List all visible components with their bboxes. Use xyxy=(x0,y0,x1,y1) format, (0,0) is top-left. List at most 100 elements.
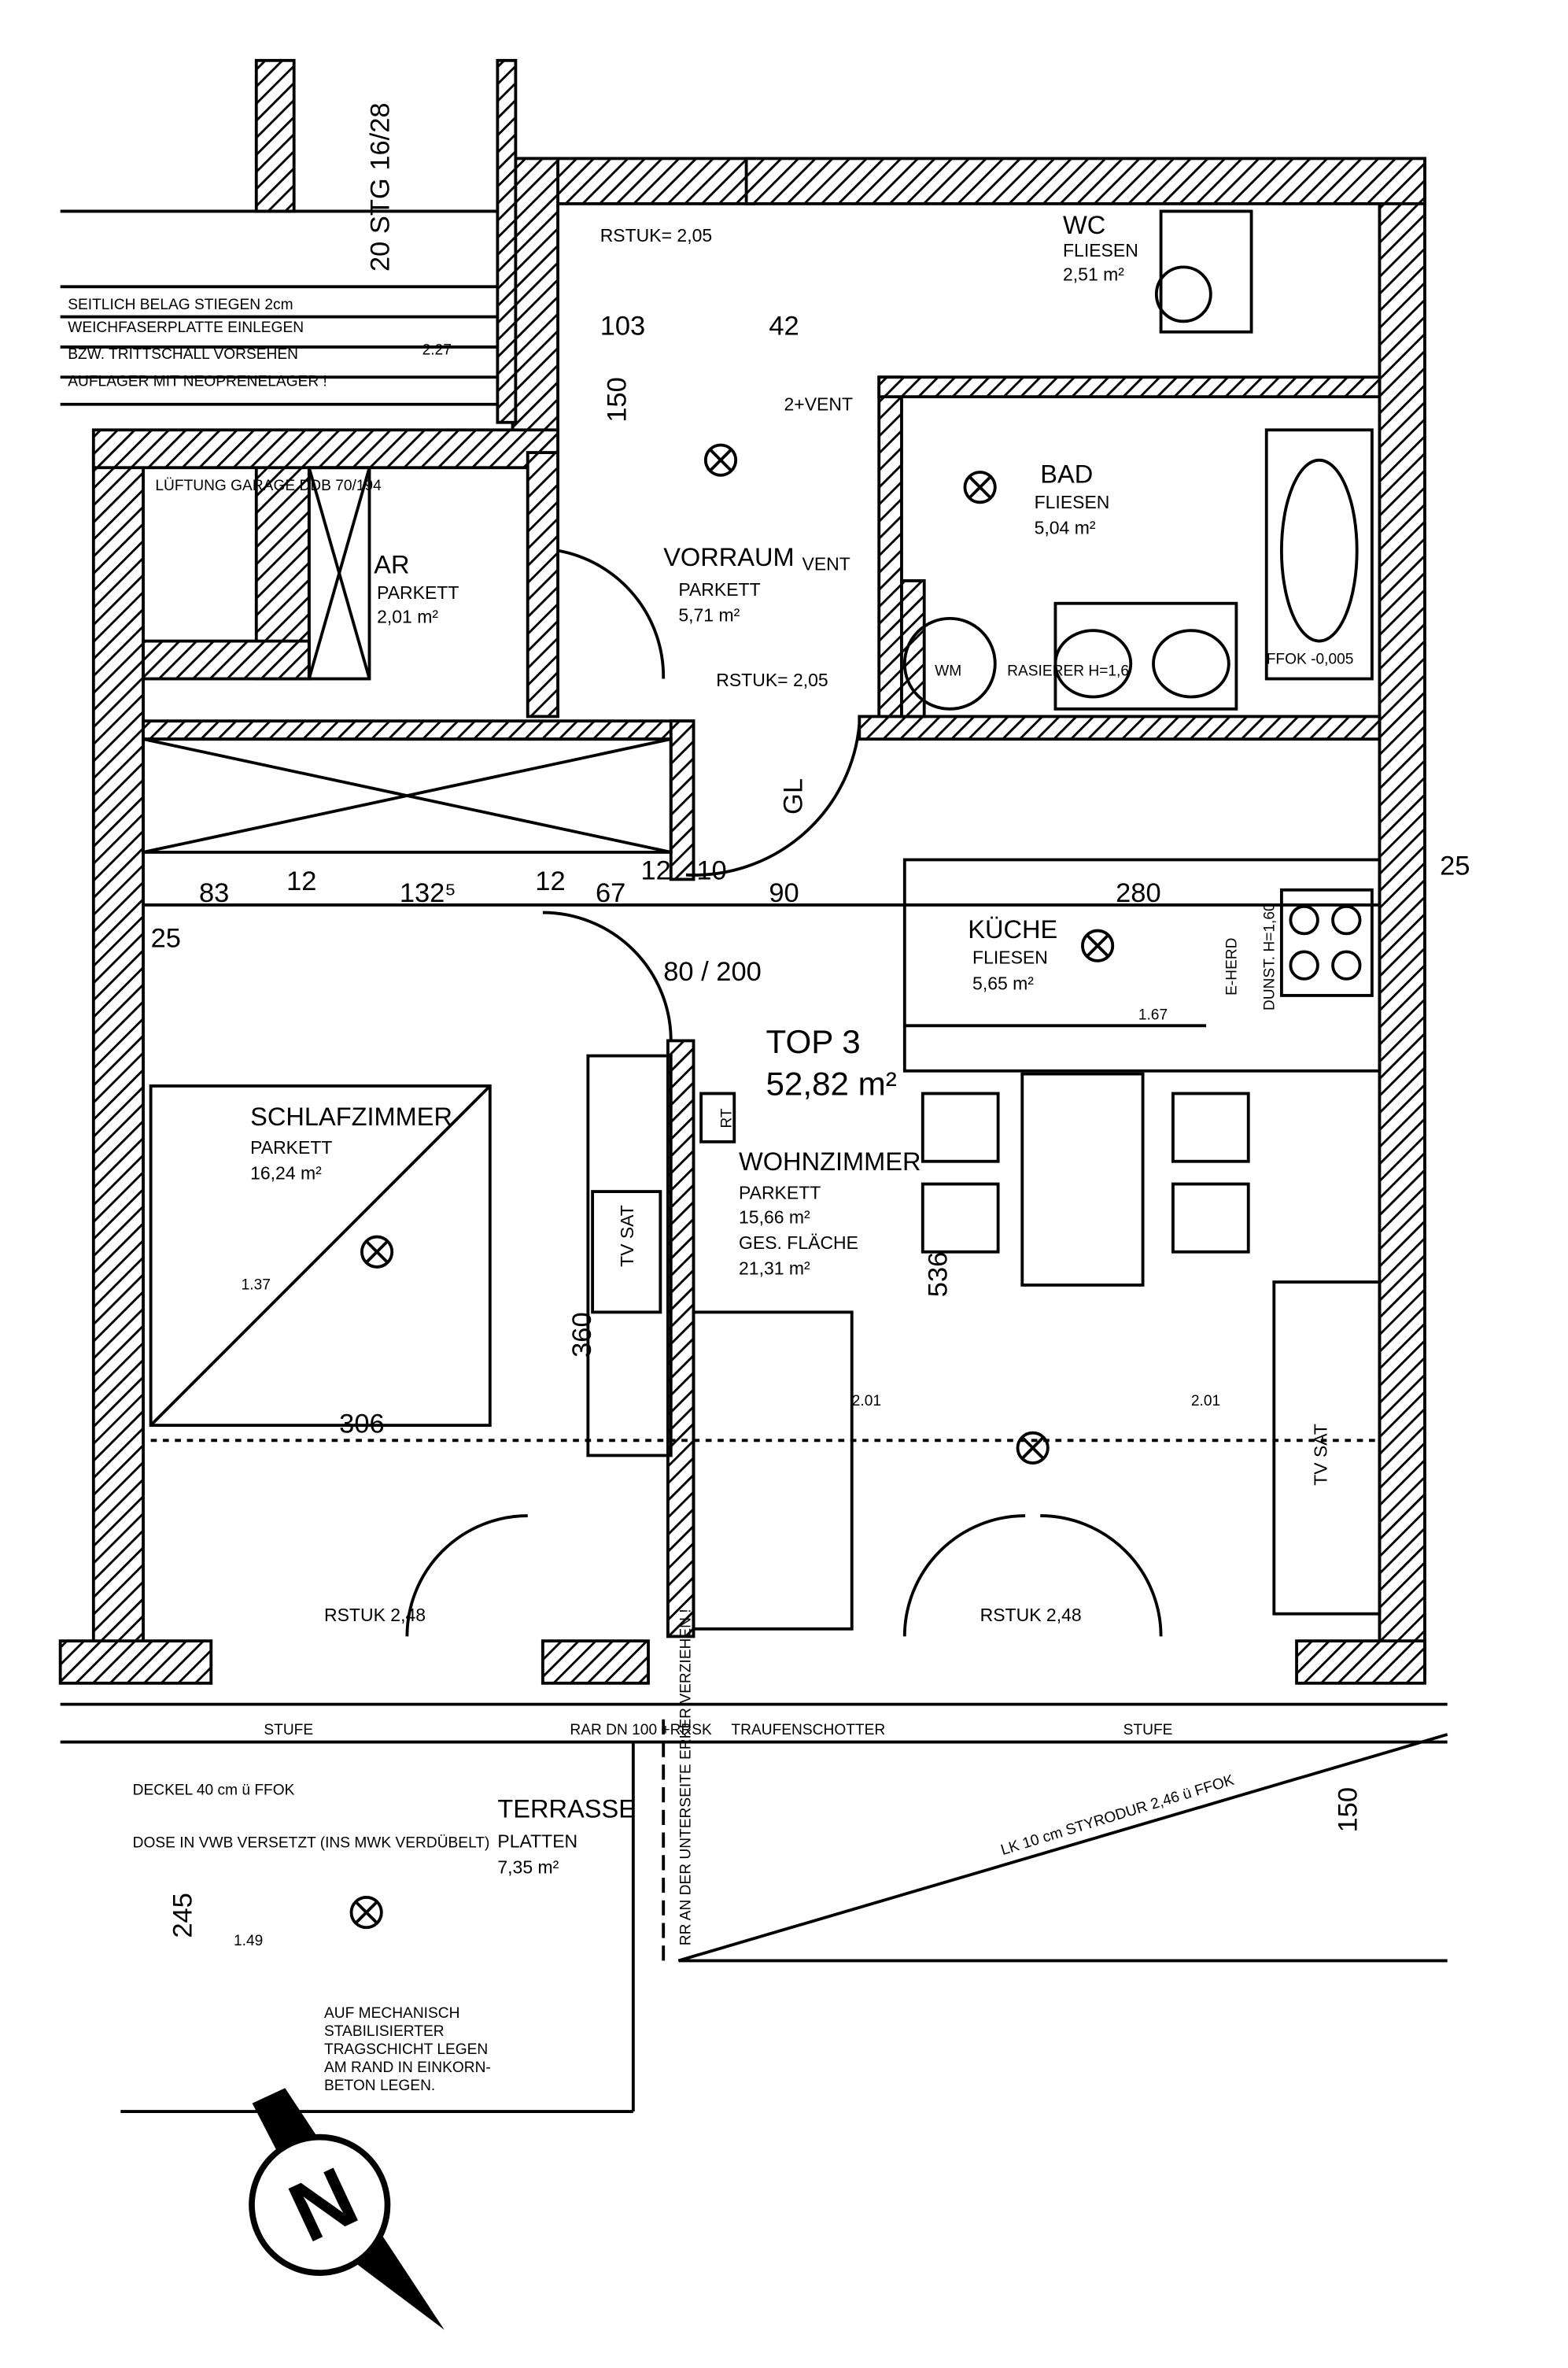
wall-bottom-1 xyxy=(58,1639,213,1685)
wall-left-upper xyxy=(511,157,559,454)
chair-4 xyxy=(1171,1182,1250,1254)
dimension: 83 xyxy=(199,878,229,908)
light-icon xyxy=(963,471,997,504)
dimension: 1.37 xyxy=(242,1277,271,1294)
dimension: 67 xyxy=(596,878,625,908)
door-label: 2+VENT xyxy=(784,393,854,414)
tv-cabinet xyxy=(1272,1280,1382,1616)
note: RAR DN 100 +RRSK xyxy=(570,1722,712,1738)
bathtub xyxy=(1264,428,1374,681)
dimension: 2.27 xyxy=(422,342,452,359)
dimension: 90 xyxy=(769,878,799,908)
note: STUFE xyxy=(1123,1722,1173,1738)
dimension: 2.01 xyxy=(1191,1393,1220,1409)
note: LÜFTUNG GARAGE DDB 70/194 xyxy=(155,478,382,494)
dimension: 360 xyxy=(567,1312,597,1358)
dimension: 12 xyxy=(286,866,316,896)
dimension: 280 xyxy=(1116,878,1161,908)
room-floor: FLIESEN xyxy=(1063,240,1138,260)
wardrobe xyxy=(586,1054,673,1457)
dimension: 245 xyxy=(168,1893,197,1938)
note: STUFE xyxy=(264,1722,313,1738)
door-label: RSTUK= 2,05 xyxy=(600,225,712,246)
room-area: 7,35 m² xyxy=(497,1856,559,1877)
room-area: 2,01 m² xyxy=(377,607,438,627)
door-label: RSTUK 2,48 xyxy=(324,1605,426,1625)
wall-upper-horizontal xyxy=(91,428,559,470)
room-area: 5,04 m² xyxy=(1035,518,1096,538)
room-name-bad: BAD xyxy=(1040,460,1093,488)
dimension: 103 xyxy=(600,312,646,342)
walls xyxy=(58,58,1426,1685)
room-name-terrasse: TERRASSE xyxy=(497,1794,636,1823)
note: SEITLICH BELAG STIEGEN 2cm xyxy=(68,297,293,313)
room-area: 16,24 m² xyxy=(250,1163,322,1184)
wall-hall xyxy=(142,719,695,741)
wall-ar-bottom xyxy=(142,639,311,681)
unit-area: 52,82 m² xyxy=(766,1065,897,1102)
light-icon xyxy=(360,1235,394,1269)
room-floor: PARKETT xyxy=(678,579,760,600)
note: STABILISIERTER xyxy=(324,2023,445,2040)
wc-unit xyxy=(1159,209,1253,334)
tv-sat-label: TV SAT xyxy=(617,1205,637,1267)
washing-machine xyxy=(902,616,997,711)
door-swing-terrace-1 xyxy=(405,1514,528,1637)
note: DECKEL 40 cm ü FFOK xyxy=(133,1782,295,1799)
unit-title: TOP 3 xyxy=(766,1023,861,1060)
note: BETON LEGEN. xyxy=(324,2078,435,2094)
note: WM xyxy=(935,663,961,680)
wall-bath-bottom xyxy=(858,715,1382,741)
wall-stair-2 xyxy=(496,58,518,424)
wall-bath-top xyxy=(877,375,1382,399)
note: AUF MECHANISCH xyxy=(324,2005,459,2022)
room-floor: PLATTEN xyxy=(497,1831,577,1852)
dimension: 2.01 xyxy=(852,1393,881,1409)
door-label: RSTUK= 2,05 xyxy=(716,670,828,690)
door-swing-bed xyxy=(542,911,673,1041)
wall-bath-left xyxy=(877,375,903,719)
room-name-kueche: KÜCHE xyxy=(968,915,1057,944)
tv-unit xyxy=(591,1190,662,1314)
wall-stair-right xyxy=(254,58,296,213)
room-floor: PARKETT xyxy=(739,1183,821,1203)
dimension: 25 xyxy=(1440,852,1470,881)
dimension: 12 xyxy=(535,866,565,896)
room-area: 2,51 m² xyxy=(1063,264,1124,285)
light-icon xyxy=(349,1896,383,1930)
wall-left-outer xyxy=(91,451,145,1646)
room-labels: TOP 3 52,82 m² SCHLAFZIMMER PARKETT 16,2… xyxy=(250,211,1138,1877)
wall-vorraum-left xyxy=(526,451,559,719)
door-label: GL xyxy=(778,778,808,815)
door-labels: RSTUK= 2,05 RSTUK= 2,05 RSTUK 2,48 RSTUK… xyxy=(324,225,1082,1625)
storage-box xyxy=(142,737,673,854)
wall-bottom-2 xyxy=(540,1639,650,1685)
chair-1 xyxy=(921,1092,1000,1163)
dimension: 132⁵ xyxy=(400,878,456,908)
chair-2 xyxy=(921,1182,1000,1254)
dimension: 12 xyxy=(640,855,670,885)
room-floor: FLIESEN xyxy=(1035,492,1110,512)
door-swing-vorraum xyxy=(557,549,666,679)
wall-top-2 xyxy=(744,157,1426,205)
note: BZW. TRITTSCHALL VORSEHEN xyxy=(68,346,298,363)
note: WEICHFASERPLATTE EINLEGEN xyxy=(68,320,304,336)
dimension: 25 xyxy=(151,924,181,954)
toilet xyxy=(1154,265,1212,323)
furniture-and-lines xyxy=(60,209,1448,2113)
dimension: 306 xyxy=(339,1409,385,1439)
stove xyxy=(1279,888,1374,997)
room-floor: PARKETT xyxy=(250,1137,332,1158)
door-swing-kitchen xyxy=(685,723,861,877)
note: E-HERD xyxy=(1223,938,1240,996)
door-label: 80 / 200 xyxy=(663,957,762,987)
total-area: 21,31 m² xyxy=(739,1258,810,1278)
door-label: VENT xyxy=(802,554,850,574)
room-floor: FLIESEN xyxy=(972,948,1048,968)
door-label: RSTUK 2,48 xyxy=(980,1605,1082,1625)
note: TRAUFENSCHOTTER xyxy=(731,1722,885,1738)
note: DUNST. H=1,60 xyxy=(1261,903,1278,1010)
note: TRAGSCHICHT LEGEN xyxy=(324,2041,488,2058)
note: AUFLAGER MIT NEOPRENELAGER ! xyxy=(68,374,327,390)
